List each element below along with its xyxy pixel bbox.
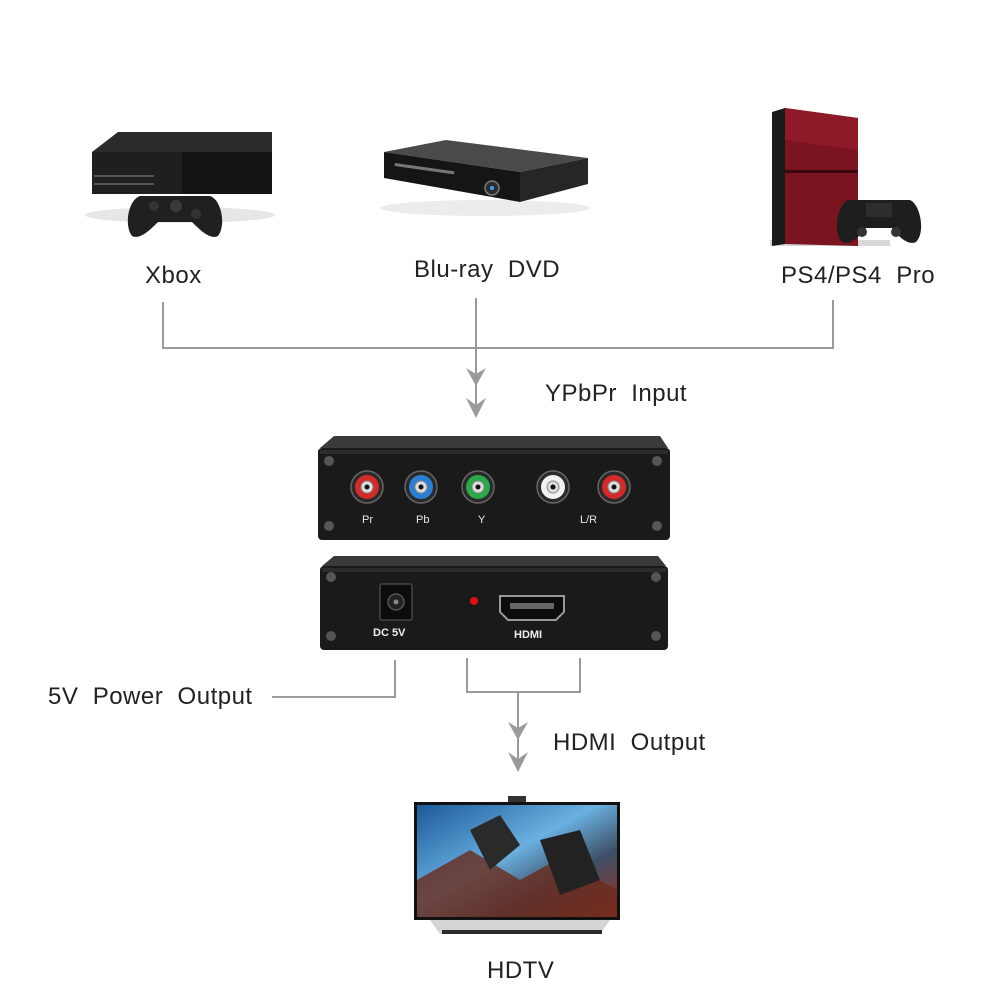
power-output-label: 5V Power Output: [48, 683, 253, 710]
arrow-down-icon: [466, 398, 486, 418]
hdmi-port-label: HDMI: [514, 629, 543, 641]
source-label-bluray: Blu-ray DVD: [414, 256, 561, 283]
port-label-lr: L/R: [580, 514, 598, 526]
hdmi-output-label: HDMI Output: [553, 729, 706, 756]
arrow-down-icon: [466, 368, 486, 386]
power-led-icon: [470, 597, 478, 605]
rca-port-5: [597, 470, 631, 504]
source-label-ps4: PS4/PS4 Pro: [781, 262, 936, 289]
port-label-y: Y: [478, 514, 486, 526]
source-label-xbox: Xbox: [145, 262, 202, 289]
rca-port-2: [404, 470, 438, 504]
port-label-pb: Pb: [416, 514, 430, 526]
hdtv-label: HDTV: [487, 957, 555, 984]
screw-icon: [324, 456, 662, 531]
rca-port-3: [461, 470, 495, 504]
dc-port-label: DC 5V: [373, 627, 406, 639]
input-label: YPbPr Input: [545, 380, 688, 407]
arrow-down-icon: [508, 722, 528, 740]
arrow-down-icon: [508, 752, 528, 772]
port-label-pr: Pr: [362, 514, 373, 526]
rca-port-1: [350, 470, 384, 504]
screw-icon: [326, 572, 661, 641]
rca-port-4: [536, 470, 570, 504]
